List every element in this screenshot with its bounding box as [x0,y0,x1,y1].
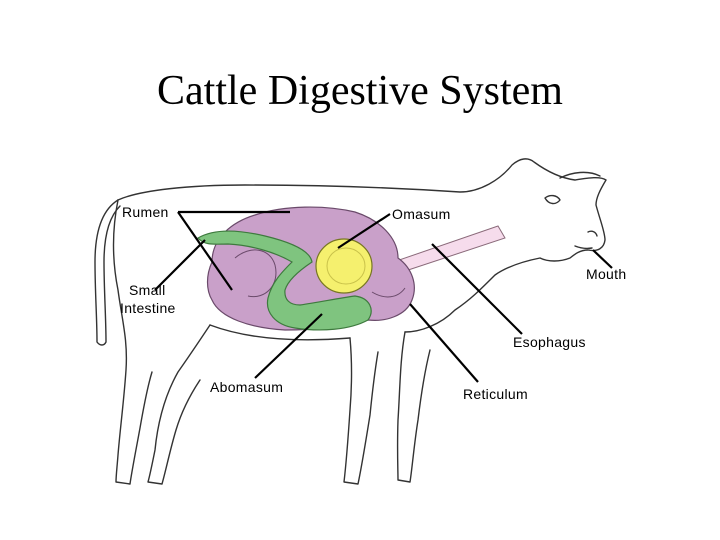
leader-mouth [592,249,613,269]
cow-eye [544,194,561,205]
cow-belly [209,324,351,341]
cow-tail [94,199,121,346]
label-esophagus: Esophagus [513,334,586,350]
leader-small-intestine [154,239,206,291]
label-mouth: Mouth [586,266,626,282]
rumen-fold [234,249,277,298]
omasum-inner [326,247,366,285]
label-omasum: Omasum [392,206,451,222]
label-small-intestine-1: Small [129,282,166,298]
cow-front-leg-right [396,331,431,483]
page-title: Cattle Digestive System [157,68,563,114]
leader-esophagus [431,243,523,335]
rumen-fold [371,287,406,298]
leader-abomasum [254,313,323,379]
cow-muzzle [587,230,598,237]
label-small-intestine-2: Intestine [120,300,176,316]
cow-body-outline [117,158,607,333]
cow-ear [559,171,601,179]
label-rumen: Rumen [122,204,169,220]
leader-reticulum [409,303,479,383]
cow-outline [94,158,607,485]
cow-hind-leg-right [147,324,211,485]
small-intestine-shape [197,230,372,331]
leader-lines [154,210,613,383]
leader-omasum [337,213,391,249]
cow-front-leg-left [343,337,379,485]
omasum-shape [315,238,373,294]
label-reticulum: Reticulum [463,386,528,402]
cow-mouth-line [574,245,593,250]
label-abomasum: Abomasum [210,379,283,395]
cow-hind-leg-left [112,199,153,485]
leader-rumen-diag [177,211,233,291]
